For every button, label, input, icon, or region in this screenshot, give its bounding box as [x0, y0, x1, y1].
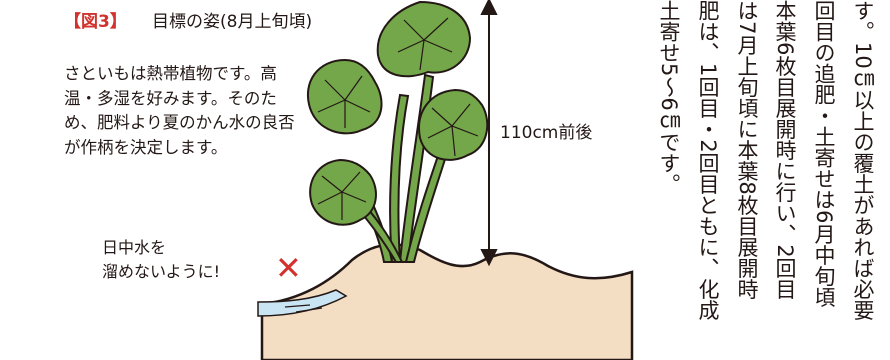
water-warning: 日中水を 溜めないように!	[102, 236, 220, 284]
stem-2	[389, 93, 410, 263]
body-text-column-6: 土寄せ5〜6㎝です。	[657, 0, 681, 195]
body-text-column-1: す。10㎝以上の覆土があれば必要	[851, 0, 875, 321]
body-text-column-2: 回目の追肥・土寄せは6月中旬頃	[812, 0, 836, 308]
figure-description: さといもは熱帯植物です。高温・多湿を好みます。そのため、肥料より夏のかん水の良否…	[64, 64, 295, 157]
body-text-column-5: 肥は、1回目・2回目ともに、化成	[696, 0, 720, 321]
water-warning-line-1: 日中水を	[102, 238, 167, 257]
x-mark-icon: ✕	[275, 249, 302, 287]
body-text-column-4: は7月上旬頃に本葉8枚目展開時	[735, 0, 759, 300]
water-warning-line-2: 溜めないように!	[102, 262, 221, 281]
height-label: 110cm前後	[500, 123, 593, 143]
figure-label: 【図3】	[64, 12, 127, 32]
water-puddle	[257, 289, 348, 317]
leaf-left-upper	[306, 58, 383, 135]
soil-mound	[260, 243, 634, 360]
body-text-column-3: 本葉6枚目展開時に行い、2回目	[773, 0, 797, 300]
height-arrow	[480, 0, 498, 267]
figure-title: 目標の姿(8月上旬頃)	[152, 12, 313, 32]
